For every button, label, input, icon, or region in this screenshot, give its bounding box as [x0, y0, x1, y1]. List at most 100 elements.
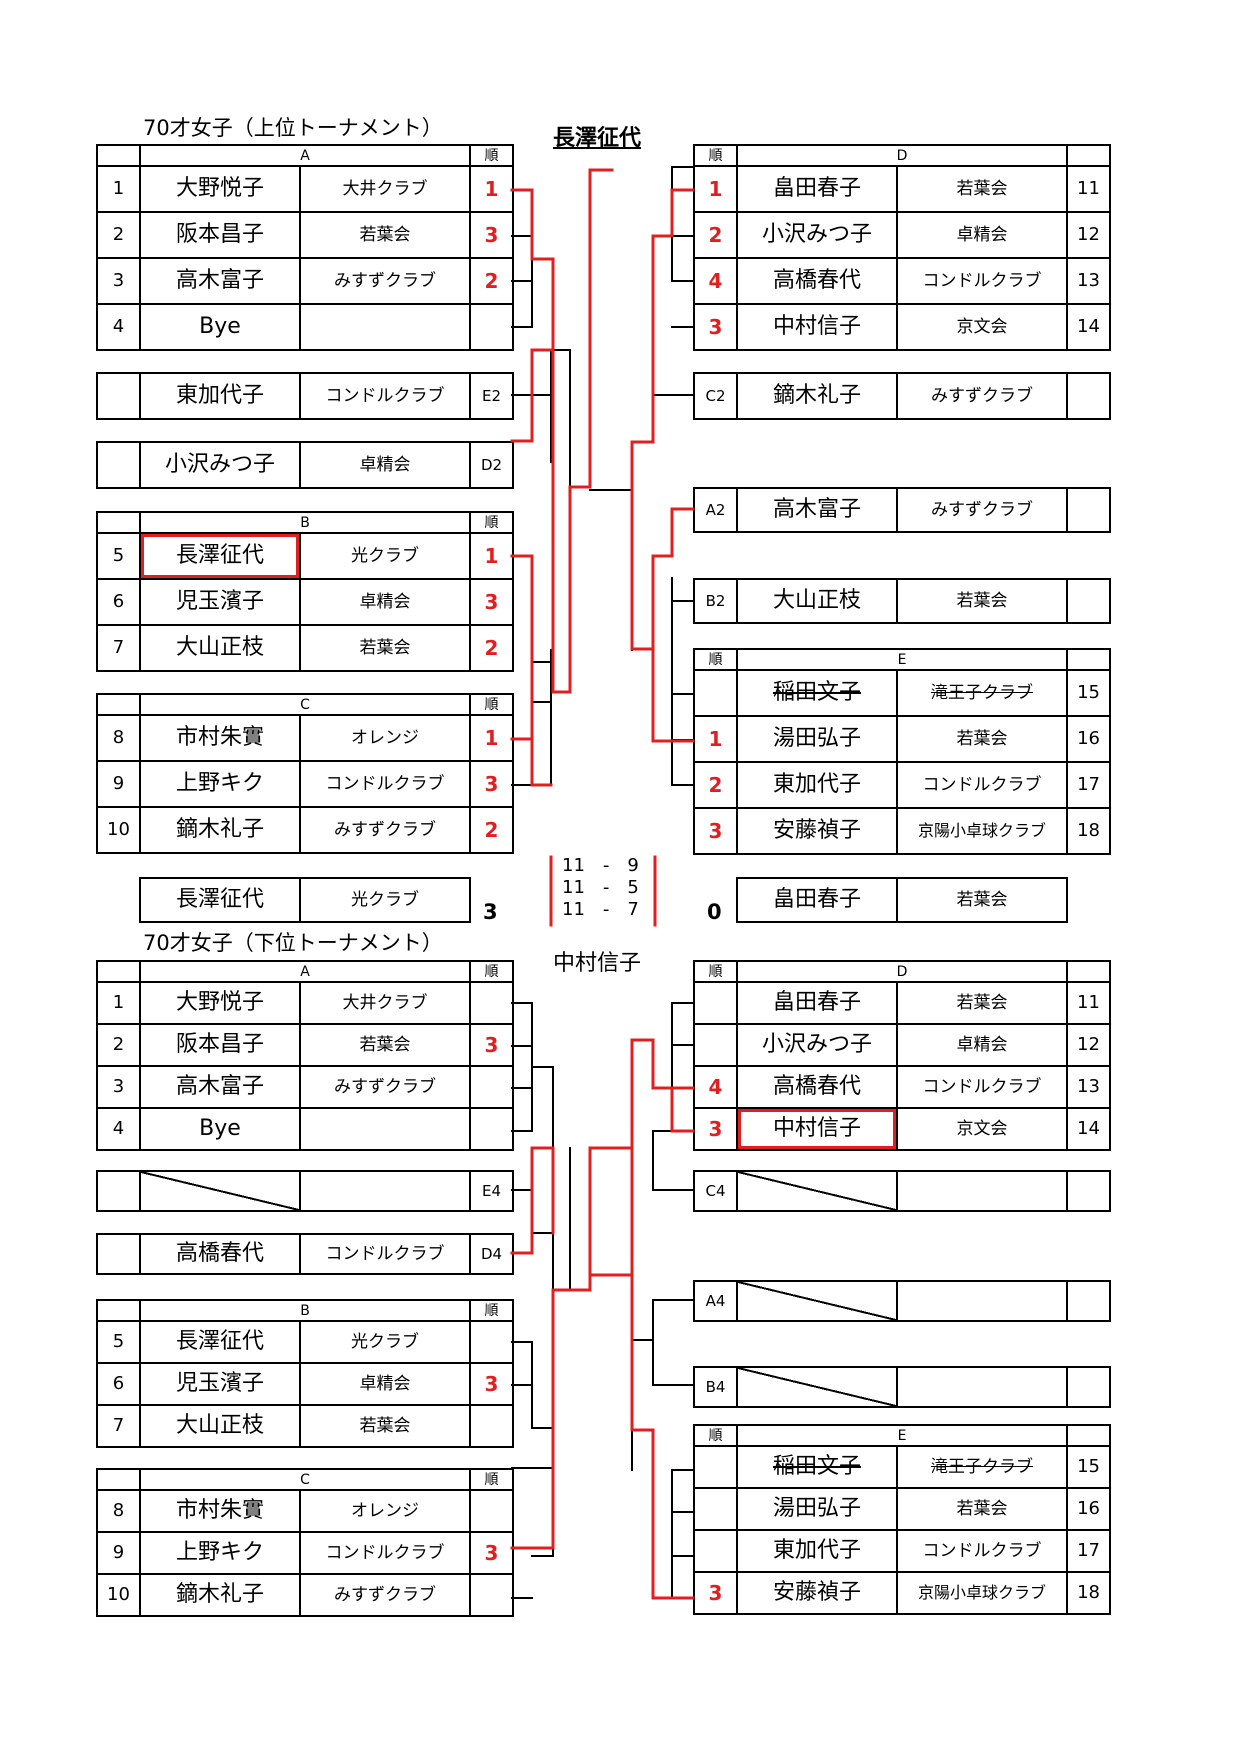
group-rank: 3: [469, 1362, 515, 1406]
entry-code: D2: [469, 441, 514, 489]
group-rank: 3: [469, 578, 515, 626]
lower-bracket-black-lines: [511, 1002, 694, 1599]
club-name: 若葉会: [896, 165, 1068, 213]
club-name: コンドルクラブ: [299, 1233, 471, 1275]
empty-slot-slash: [139, 1170, 301, 1212]
final-right-player: 畠田春子若葉会: [736, 877, 1068, 923]
player-name: 市村朱實: [139, 1489, 301, 1533]
seed-number: 1: [96, 981, 141, 1025]
seed-number: 3: [96, 257, 141, 305]
club-name: みすずクラブ: [298, 257, 472, 305]
player-name-highlighted: 中村信子: [736, 1107, 898, 1151]
lower-entry-a4: A4: [693, 1280, 1111, 1322]
club-name: 卓精会: [298, 578, 472, 626]
seed-number: 13: [1066, 1065, 1111, 1109]
rank-header: 順: [693, 144, 738, 167]
club-name: 若葉会: [298, 1023, 472, 1067]
seed-number: 3: [96, 1065, 141, 1109]
group-rank: 1: [693, 165, 738, 213]
final-game-score: 11 - 7: [562, 899, 639, 920]
upper-bracket-black-lines: [511, 166, 694, 786]
club-name-struck: 滝王子クラブ: [895, 1445, 1069, 1489]
group-rank: [693, 981, 738, 1025]
player-name-struck: 稲田文子: [736, 669, 898, 717]
seed-number: 5: [96, 532, 141, 580]
final-game-score: 11 - 5: [562, 877, 639, 898]
lower-bracket-red-lines: [510, 1038, 695, 1600]
group-rank: 3: [693, 1571, 738, 1615]
club-name: 卓精会: [299, 441, 471, 489]
rank-header: 順: [469, 144, 515, 167]
player-name: 児玉濱子: [139, 1362, 301, 1406]
entry-code: E2: [469, 372, 514, 420]
player-name: 高橋春代: [139, 1233, 301, 1275]
group-rank: [469, 1065, 515, 1109]
club-name: 若葉会: [298, 624, 472, 672]
empty-slot-slash: [736, 1170, 898, 1212]
club-name: みすずクラブ: [298, 1065, 472, 1109]
player-name: 小沢みつ子: [139, 441, 301, 489]
club-name: みすずクラブ: [299, 806, 471, 854]
club-name: 京陽小卓球クラブ: [895, 1571, 1069, 1615]
group-rank: 4: [693, 1065, 738, 1109]
group-rank: [469, 1320, 515, 1364]
seed-number: 18: [1066, 1571, 1112, 1615]
player-name: 安藤禎子: [736, 807, 898, 855]
club-name: 大井クラブ: [298, 165, 472, 213]
entry-code: C4: [693, 1170, 738, 1212]
player-name: 湯田弘子: [736, 1487, 898, 1531]
club-name: 光クラブ: [298, 532, 472, 580]
group-rank: [693, 669, 738, 717]
empty-slot-slash: [736, 1280, 898, 1322]
club-name: 若葉会: [896, 877, 1068, 923]
seed-number: 9: [96, 1531, 141, 1575]
club-name: 若葉会: [895, 1487, 1069, 1531]
rank-header: 順: [469, 1299, 515, 1322]
club-name: オレンジ: [299, 1489, 471, 1533]
club-name: みすずクラブ: [299, 1573, 471, 1617]
player-name: 東加代子: [736, 761, 898, 809]
group-rank: 2: [693, 761, 738, 809]
club-name: 卓精会: [896, 1023, 1068, 1067]
rank-header: 順: [469, 960, 515, 983]
player-name: Bye: [139, 303, 301, 351]
seed-number: 1: [96, 165, 141, 213]
club-name: 京文会: [896, 1107, 1068, 1151]
club-name: コンドルクラブ: [299, 1531, 471, 1575]
seed-number: 10: [96, 806, 141, 854]
group-label: C: [139, 1468, 471, 1491]
final-left-score: 3: [483, 900, 498, 924]
seed-number: 6: [96, 1362, 141, 1406]
group-rank: 1: [469, 532, 515, 580]
club-name: 若葉会: [298, 1404, 472, 1448]
seed-number: 10: [96, 1573, 141, 1617]
seed-number: 7: [96, 624, 141, 672]
group-rank: [469, 981, 515, 1025]
group-rank: 3: [693, 1107, 738, 1151]
lower-entry-c4: C4: [693, 1170, 1111, 1212]
club-name: [298, 1107, 472, 1151]
player-name: 高木富子: [139, 1065, 301, 1109]
player-name: 小沢みつ子: [736, 211, 898, 259]
